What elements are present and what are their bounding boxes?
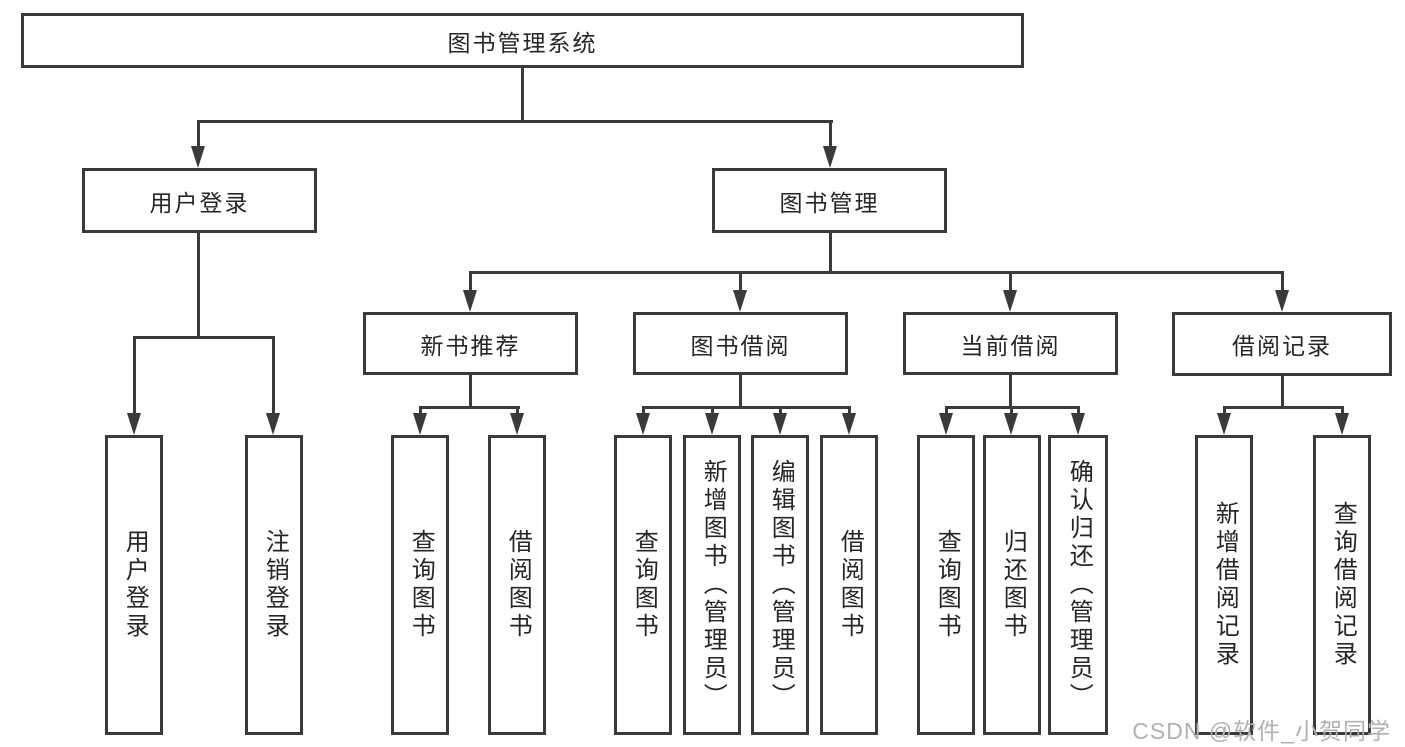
leaf-current-return-label: 归还图书 — [999, 529, 1027, 641]
arrow-down-icon — [1335, 413, 1349, 435]
leaf-logout-label: 注销登录 — [261, 529, 289, 641]
leaf-borrow-add-admin-label: 新增图书（管理员） — [699, 459, 727, 711]
node-user-login-label: 用户登录 — [149, 189, 250, 216]
leaf-borrow-edit-admin-label: 编辑图书（管理员） — [767, 459, 795, 711]
connector-line — [642, 406, 645, 416]
connector-line — [1077, 406, 1080, 416]
connector-line — [419, 406, 520, 409]
connector-line — [642, 406, 851, 409]
connector-line — [133, 336, 275, 339]
connector-line — [1010, 406, 1013, 416]
leaf-user-login: 用户登录 — [105, 435, 163, 735]
csdn-watermark: CSDN @软件_小贺同学 — [1132, 718, 1391, 744]
connector-line — [469, 271, 472, 292]
connector-line — [1341, 406, 1344, 416]
connector-line — [1009, 375, 1012, 409]
arrow-down-icon — [1071, 413, 1085, 435]
connector-line — [469, 375, 472, 409]
arrow-down-icon — [773, 413, 787, 435]
leaf-records-query: 查询借阅记录 — [1313, 435, 1371, 735]
node-root: 图书管理系统 — [21, 13, 1024, 68]
leaf-logout: 注销登录 — [245, 435, 303, 735]
connector-line — [945, 406, 948, 416]
leaf-user-login-label: 用户登录 — [121, 529, 149, 641]
node-new-books-label: 新书推荐 — [420, 332, 521, 359]
arrow-down-icon — [510, 413, 524, 435]
arrow-down-icon — [463, 290, 477, 312]
node-borrow-records: 借阅记录 — [1172, 312, 1392, 376]
node-new-books: 新书推荐 — [363, 312, 578, 375]
node-book-mgmt: 图书管理 — [712, 168, 947, 233]
connector-line — [516, 406, 519, 416]
connector-line — [848, 406, 851, 416]
connector-line — [133, 336, 136, 415]
connector-line — [521, 68, 524, 122]
arrow-down-icon — [636, 413, 650, 435]
connector-line — [711, 406, 714, 416]
leaf-records-add: 新增借阅记录 — [1195, 435, 1253, 735]
leaf-borrow-edit-admin: 编辑图书（管理员） — [751, 435, 809, 735]
connector-line — [739, 375, 742, 409]
leaf-newbooks-borrow: 借阅图书 — [488, 435, 546, 735]
leaf-current-confirm-admin: 确认归还（管理员） — [1048, 435, 1108, 735]
leaf-current-return: 归还图书 — [983, 435, 1041, 735]
connector-line — [197, 120, 200, 148]
node-current-borrow-label: 当前借阅 — [960, 332, 1061, 359]
node-book-mgmt-label: 图书管理 — [779, 189, 880, 216]
arrow-down-icon — [127, 413, 141, 435]
leaf-current-confirm-admin-label: 确认归还（管理员） — [1065, 459, 1093, 711]
arrow-down-icon — [842, 413, 856, 435]
arrow-down-icon — [1275, 290, 1289, 312]
leaf-records-query-label: 查询借阅记录 — [1329, 501, 1357, 669]
node-user-login: 用户登录 — [82, 168, 317, 233]
connector-line — [779, 406, 782, 416]
leaf-current-query: 查询图书 — [917, 435, 975, 735]
arrow-down-icon — [413, 413, 427, 435]
node-current-borrow: 当前借阅 — [903, 312, 1118, 375]
connector-line — [829, 120, 832, 148]
leaf-borrow-query-label: 查询图书 — [630, 529, 658, 641]
arrow-down-icon — [733, 290, 747, 312]
arrow-down-icon — [705, 413, 719, 435]
leaf-borrow-book-label: 借阅图书 — [836, 529, 864, 641]
node-root-label: 图书管理系统 — [447, 29, 598, 56]
connector-line — [197, 120, 833, 123]
leaf-borrow-book: 借阅图书 — [820, 435, 878, 735]
arrow-down-icon — [1217, 413, 1231, 435]
connector-line — [829, 233, 832, 274]
connector-line — [197, 233, 200, 339]
connector-line — [739, 271, 742, 292]
arrow-down-icon — [1004, 413, 1018, 435]
connector-line — [1281, 376, 1284, 409]
connector-line — [469, 271, 1284, 274]
leaf-borrow-query: 查询图书 — [614, 435, 672, 735]
arrow-down-icon — [266, 413, 280, 435]
connector-line — [1281, 271, 1284, 292]
connector-line — [1223, 406, 1226, 416]
leaf-newbooks-query: 查询图书 — [391, 435, 449, 735]
connector-line — [272, 336, 275, 415]
arrow-down-icon — [191, 146, 205, 168]
arrow-down-icon — [939, 413, 953, 435]
node-borrow-records-label: 借阅记录 — [1232, 333, 1332, 359]
leaf-borrow-add-admin: 新增图书（管理员） — [683, 435, 741, 735]
connector-line — [1009, 271, 1012, 292]
leaf-newbooks-query-label: 查询图书 — [407, 529, 435, 641]
connector-line — [1223, 406, 1344, 409]
leaf-current-query-label: 查询图书 — [933, 529, 961, 641]
leaf-records-add-label: 新增借阅记录 — [1211, 501, 1239, 669]
arrow-down-icon — [823, 146, 837, 168]
arrow-down-icon — [1003, 290, 1017, 312]
node-book-borrow: 图书借阅 — [633, 312, 848, 375]
connector-line — [419, 406, 422, 416]
leaf-newbooks-borrow-label: 借阅图书 — [504, 529, 532, 641]
node-book-borrow-label: 图书借阅 — [690, 332, 791, 359]
